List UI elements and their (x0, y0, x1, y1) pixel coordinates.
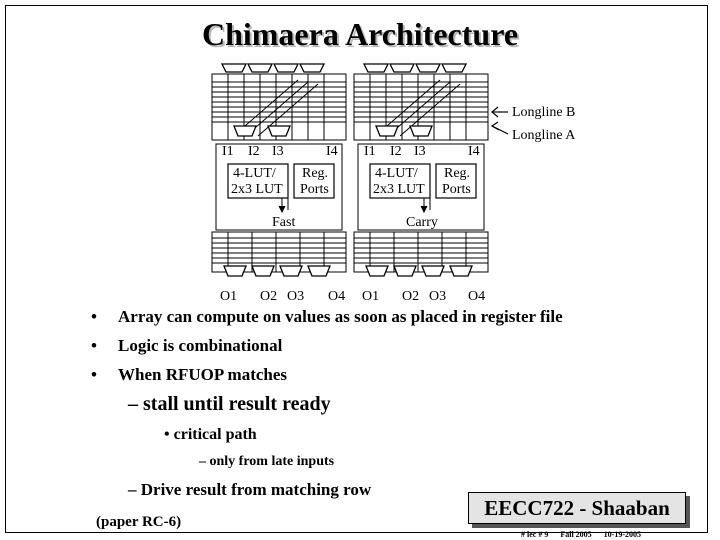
bullet-1: • Array can compute on values as soon as… (91, 307, 563, 327)
bullet-3: • When RFUOP matches (91, 365, 288, 385)
bullet-2: • Logic is combinational (91, 336, 283, 356)
left-input-3: I3 (272, 144, 284, 159)
dash-icon: – (128, 480, 137, 499)
left-input-4: I4 (326, 144, 338, 159)
left-reg-line2: Ports (300, 182, 329, 197)
left-lut-line2: 2x3 LUT (231, 182, 283, 197)
bullet-dot-icon: • (91, 336, 97, 355)
left-input-2: I2 (248, 144, 260, 159)
sub-bullet-late-inputs-text: only from late inputs (209, 454, 335, 469)
dash-icon: – (199, 454, 206, 469)
left-output-2: O2 (260, 289, 277, 304)
left-output-1: O1 (220, 289, 237, 304)
footer-lecture: # lec # 9 (521, 530, 549, 539)
right-input-3: I3 (414, 144, 426, 159)
right-output-3: O3 (429, 289, 446, 304)
bullet-2-text: Logic is combinational (118, 336, 283, 355)
left-signal-label: Fast (272, 215, 295, 230)
sub-bullet-drive-result-text: Drive result from matching row (140, 480, 372, 499)
bullet-dot-icon: • (91, 365, 97, 384)
bullet-dot-icon: • (164, 426, 170, 443)
paper-note: (paper RC-6) (96, 514, 182, 530)
architecture-diagram: I1 I2 I3 I4 4-LUT/ 2x3 LUT Reg. Ports Fa… (211, 63, 576, 304)
footer-date: 10-19-2005 (603, 530, 641, 539)
left-input-1: I1 (222, 144, 234, 159)
slide-frame (5, 5, 708, 533)
bullet-dot-icon: • (91, 307, 97, 326)
right-input-4: I4 (468, 144, 480, 159)
bullet-1-text: Array can compute on values as soon as p… (118, 307, 563, 326)
right-input-2: I2 (390, 144, 402, 159)
slide-title: Chimaera Architecture (201, 16, 519, 52)
footer-term: Fall 2005 (560, 530, 592, 539)
right-reg-line2: Ports (442, 182, 471, 197)
sub-bullet-critical-path: • critical path (164, 426, 257, 444)
right-output-4: O4 (468, 289, 485, 304)
sub-bullet-stall-text: stall until result ready (143, 393, 331, 415)
course-logo: EECC722 - Shaaban (468, 492, 686, 524)
right-output-1: O1 (362, 289, 379, 304)
slide-footer: # lec # 9 Fall 2005 10-19-2005 (521, 530, 651, 539)
left-reg-line1: Reg. (302, 166, 328, 181)
left-output-3: O3 (287, 289, 304, 304)
sub-bullet-stall: – stall until result ready (128, 393, 331, 416)
right-signal-label: Carry (406, 215, 438, 230)
right-input-1: I1 (364, 144, 376, 159)
sub-bullet-drive-result: – Drive result from matching row (128, 480, 371, 500)
longline-a-label: Longline A (512, 128, 576, 143)
sub-bullet-late-inputs: – only from late inputs (199, 454, 334, 470)
cell-left (211, 63, 347, 277)
dash-icon: – (128, 393, 138, 415)
longline-b-label: Longline B (512, 105, 575, 120)
right-output-2: O2 (402, 289, 419, 304)
left-output-4: O4 (328, 289, 345, 304)
bullet-3-text: When RFUOP matches (118, 365, 288, 384)
sub-bullet-critical-path-text: critical path (173, 426, 257, 443)
right-lut-line2: 2x3 LUT (373, 182, 425, 197)
left-lut-line1: 4-LUT/ (233, 166, 276, 181)
right-reg-line1: Reg. (444, 166, 470, 181)
right-lut-line1: 4-LUT/ (375, 166, 418, 181)
cell-right (353, 63, 489, 277)
